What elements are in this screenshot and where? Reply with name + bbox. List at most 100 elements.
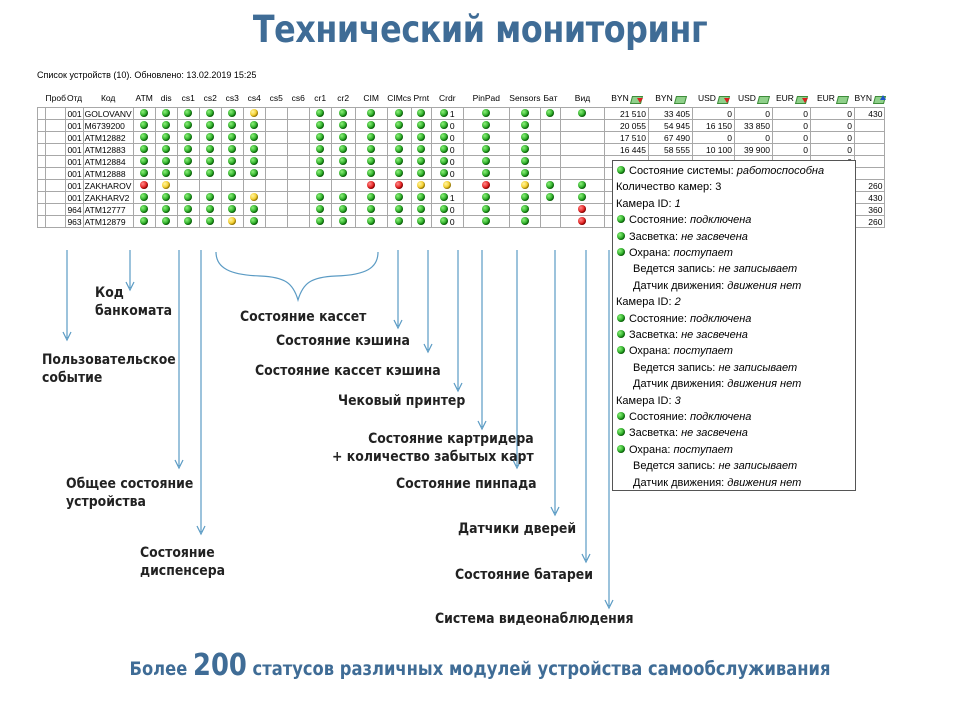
status-dot-icon[interactable] [520, 217, 529, 226]
status-dot-icon[interactable] [140, 157, 149, 166]
status-dot-icon[interactable] [162, 205, 171, 214]
column-header-24[interactable]: USD [734, 89, 772, 108]
status-dot-icon[interactable] [439, 169, 448, 178]
status-dot-icon[interactable] [482, 217, 491, 226]
status-dot-icon[interactable] [546, 181, 555, 190]
status-dot-icon[interactable] [367, 205, 376, 214]
column-header-23[interactable]: USD [692, 89, 734, 108]
status-dot-icon[interactable] [395, 109, 404, 118]
status-dot-icon[interactable] [520, 193, 529, 202]
status-dot-icon[interactable] [417, 169, 426, 178]
status-dot-icon[interactable] [482, 157, 491, 166]
status-dot-icon[interactable] [367, 133, 376, 142]
column-header-1[interactable]: Отд [66, 93, 83, 103]
status-dot-icon[interactable] [578, 205, 587, 214]
status-dot-icon[interactable] [228, 121, 237, 130]
status-dot-icon[interactable] [439, 145, 448, 154]
status-dot-icon[interactable] [439, 109, 448, 118]
status-dot-icon[interactable] [316, 145, 325, 154]
status-dot-icon[interactable] [206, 145, 215, 154]
column-header-16[interactable]: Crdr [439, 93, 456, 103]
status-dot-icon[interactable] [367, 157, 376, 166]
column-header-25[interactable]: EUR [772, 89, 810, 108]
status-dot-icon[interactable] [162, 157, 171, 166]
status-dot-icon[interactable] [395, 193, 404, 202]
status-dot-icon[interactable] [395, 181, 404, 190]
status-dot-icon[interactable] [482, 121, 491, 130]
status-dot-icon[interactable] [162, 169, 171, 178]
status-dot-icon[interactable] [520, 109, 529, 118]
status-dot-icon[interactable] [184, 217, 193, 226]
status-dot-icon[interactable] [228, 169, 237, 178]
status-dot-icon[interactable] [367, 121, 376, 130]
status-dot-icon[interactable] [250, 145, 259, 154]
status-dot-icon[interactable] [367, 181, 376, 190]
status-dot-icon[interactable] [228, 145, 237, 154]
status-dot-icon[interactable] [443, 181, 452, 190]
status-dot-icon[interactable] [417, 181, 426, 190]
status-dot-icon[interactable] [482, 205, 491, 214]
status-dot-icon[interactable] [140, 133, 149, 142]
status-dot-icon[interactable] [417, 133, 426, 142]
column-header-5[interactable]: cs1 [181, 93, 195, 103]
status-dot-icon[interactable] [228, 205, 237, 214]
status-dot-icon[interactable] [339, 133, 348, 142]
column-header-20[interactable]: Вид [574, 93, 591, 103]
column-header-7[interactable]: cs3 [225, 93, 239, 103]
status-dot-icon[interactable] [250, 169, 259, 178]
status-dot-icon[interactable] [578, 217, 587, 226]
status-dot-icon[interactable] [206, 217, 215, 226]
status-dot-icon[interactable] [546, 109, 555, 118]
status-dot-icon[interactable] [339, 205, 348, 214]
column-header-11[interactable]: cr1 [314, 93, 327, 103]
status-dot-icon[interactable] [250, 157, 259, 166]
column-header-6[interactable]: cs2 [203, 93, 217, 103]
column-header-10[interactable]: cs6 [291, 93, 305, 103]
column-header-0[interactable]: Проб [45, 93, 66, 103]
status-dot-icon[interactable] [395, 217, 404, 226]
status-dot-icon[interactable] [184, 109, 193, 118]
status-dot-icon[interactable] [316, 193, 325, 202]
column-header-19[interactable]: Бат [543, 93, 558, 103]
status-dot-icon[interactable] [140, 169, 149, 178]
status-dot-icon[interactable] [439, 121, 448, 130]
column-header-26[interactable]: EUR [810, 89, 854, 108]
status-dot-icon[interactable] [439, 133, 448, 142]
status-dot-icon[interactable] [162, 121, 171, 130]
status-dot-icon[interactable] [578, 193, 587, 202]
status-dot-icon[interactable] [250, 205, 259, 214]
status-dot-icon[interactable] [395, 205, 404, 214]
status-dot-icon[interactable] [482, 193, 491, 202]
status-dot-icon[interactable] [162, 133, 171, 142]
status-dot-icon[interactable] [367, 193, 376, 202]
status-dot-icon[interactable] [162, 145, 171, 154]
status-dot-icon[interactable] [482, 133, 491, 142]
status-dot-icon[interactable] [250, 217, 259, 226]
status-dot-icon[interactable] [339, 193, 348, 202]
status-dot-icon[interactable] [162, 217, 171, 226]
column-header-17[interactable]: PinPad [472, 93, 500, 103]
status-dot-icon[interactable] [367, 217, 376, 226]
status-dot-icon[interactable] [367, 169, 376, 178]
status-dot-icon[interactable] [140, 181, 149, 190]
status-dot-icon[interactable] [140, 121, 149, 130]
status-dot-icon[interactable] [206, 133, 215, 142]
status-dot-icon[interactable] [206, 157, 215, 166]
status-dot-icon[interactable] [184, 133, 193, 142]
column-header-3[interactable]: ATM [135, 93, 153, 103]
status-dot-icon[interactable] [316, 121, 325, 130]
column-header-14[interactable]: CIMcs [387, 93, 412, 103]
column-header-2[interactable]: Код [100, 93, 116, 103]
status-dot-icon[interactable] [228, 193, 237, 202]
status-dot-icon[interactable] [439, 193, 448, 202]
status-dot-icon[interactable] [417, 109, 426, 118]
column-header-8[interactable]: cs4 [247, 93, 261, 103]
status-dot-icon[interactable] [339, 145, 348, 154]
status-dot-icon[interactable] [395, 169, 404, 178]
status-dot-icon[interactable] [520, 157, 529, 166]
status-dot-icon[interactable] [395, 157, 404, 166]
status-dot-icon[interactable] [367, 109, 376, 118]
status-dot-icon[interactable] [339, 109, 348, 118]
